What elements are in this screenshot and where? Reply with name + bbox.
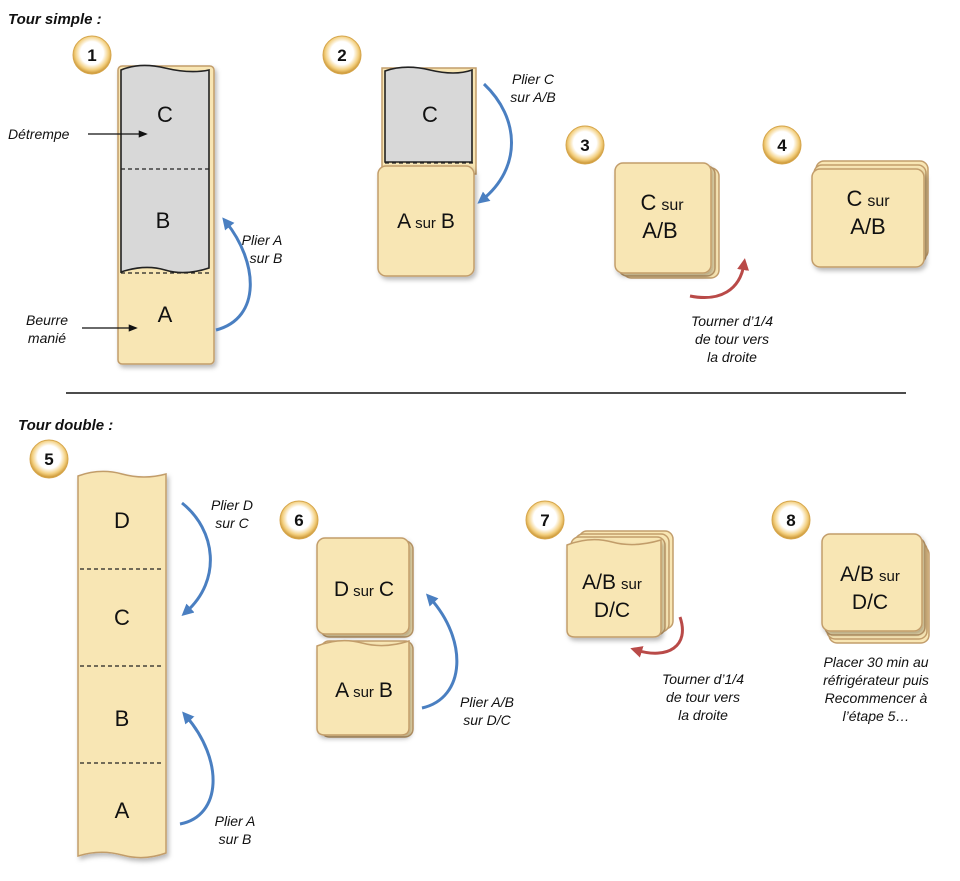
fold-label: Plier A (242, 232, 283, 248)
step-badge: 4 (762, 125, 802, 165)
step-number: 1 (87, 46, 96, 65)
fold-label: sur D/C (463, 712, 511, 728)
dough-strip (77, 470, 167, 859)
dough-stack (566, 538, 662, 638)
segment-label: B (156, 208, 171, 233)
rotate-arrow-icon (630, 616, 684, 658)
step-number: 7 (540, 511, 549, 530)
fold-arrow-icon (421, 593, 459, 710)
section-title-simple: Tour simple : (8, 11, 102, 28)
beurre-label: Beurre (26, 312, 68, 328)
fold-label: Plier D (211, 497, 253, 513)
fold-label: sur A/B (510, 89, 555, 105)
detrempe-layer (384, 66, 473, 163)
turn-label: de tour vers (695, 331, 769, 347)
fold-arrow-icon (181, 501, 212, 616)
fold-label: sur B (250, 250, 283, 266)
step-number: 6 (294, 511, 303, 530)
step-badge: 2 (322, 35, 362, 75)
turn-label: Tourner d’1/4 (691, 313, 773, 329)
beurre-label: manié (28, 330, 66, 346)
fold-label: sur B (219, 831, 252, 847)
dough-bottom (316, 639, 410, 736)
note-text: réfrigérateur puis (823, 672, 929, 688)
rotate-arrow-icon (689, 258, 750, 299)
turn-label: la droite (707, 349, 757, 365)
step-badge: 3 (565, 125, 605, 165)
segment-label: A (115, 798, 130, 823)
step-badge: 5 (29, 439, 69, 479)
detrempe-label: Détrempe (8, 126, 70, 142)
note-text: Placer 30 min au (823, 654, 928, 670)
fold-arrow-icon (477, 82, 513, 204)
segment-label: B (115, 706, 130, 731)
step-badge: 8 (771, 500, 811, 540)
fold-label: Plier C (512, 71, 555, 87)
dough-stack (614, 162, 712, 274)
segment-label: A (158, 302, 173, 327)
step-badge: 7 (525, 500, 565, 540)
step-5: 5 D C B A Plier D sur C Plier A sur B (29, 439, 256, 859)
stack-label: D/C (852, 591, 888, 614)
dough-stack (821, 533, 923, 632)
dough-front (377, 165, 475, 277)
dough-top (316, 537, 410, 635)
turn-label: de tour vers (666, 689, 740, 705)
fold-label: Plier A (215, 813, 256, 829)
stack-label: A/B (642, 218, 677, 243)
step-number: 2 (337, 46, 346, 65)
step-number: 8 (786, 511, 795, 530)
note-text: l’étape 5… (843, 708, 910, 724)
fold-label: sur C (215, 515, 249, 531)
step-number: 4 (777, 136, 787, 155)
segment-label: C (157, 102, 173, 127)
stack-label: D/C (594, 599, 630, 622)
step-badge: 6 (279, 500, 319, 540)
fold-label: Plier A/B (460, 694, 514, 710)
step-number: 3 (580, 136, 589, 155)
section-title-double: Tour double : (18, 417, 113, 434)
stack-label: A/B (850, 214, 885, 239)
step-number: 5 (44, 450, 53, 469)
turn-label: la droite (678, 707, 728, 723)
fold-arrow-icon (179, 711, 215, 826)
segment-label: D (114, 508, 130, 533)
segment-label: C (422, 102, 438, 127)
turn-label: Tourner d’1/4 (662, 671, 744, 687)
fold-arrow-icon (215, 217, 252, 332)
segment-label: C (114, 605, 130, 630)
step-1: 1 C B A Détrempe Beurre manié Plier A su… (8, 35, 283, 365)
step-badge: 1 (72, 35, 112, 75)
note-text: Recommencer à (825, 690, 928, 706)
dough-stack (811, 168, 925, 268)
